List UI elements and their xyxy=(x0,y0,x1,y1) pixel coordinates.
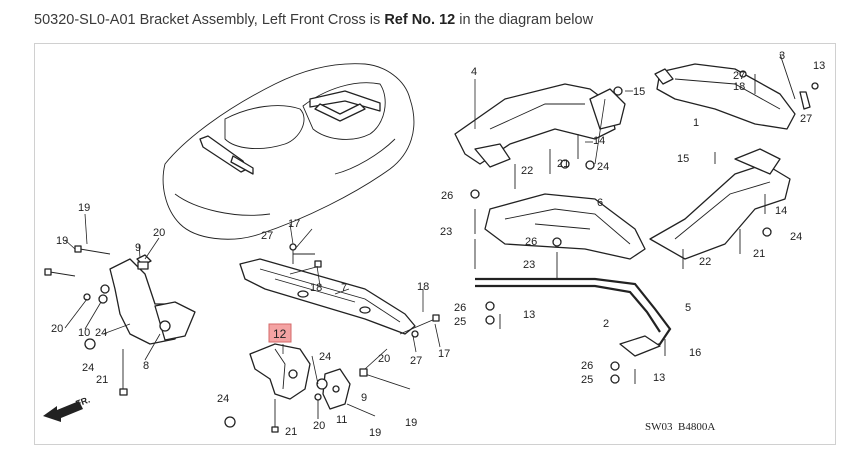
ref-number: Ref No. 12 xyxy=(384,12,456,28)
callout-25-a: 25 xyxy=(454,316,466,328)
callout-5: 5 xyxy=(685,302,691,314)
callout-9-b: 9 xyxy=(361,392,367,404)
callout-21-c: 21 xyxy=(557,158,569,170)
callout-24-a: 24 xyxy=(95,327,107,339)
callout-14-a: 14 xyxy=(593,135,605,147)
callout-7: 7 xyxy=(341,282,347,294)
callout-18-b: 18 xyxy=(417,281,429,293)
page-caption: 50320-SL0-A01 Bracket Assembly, Left Fro… xyxy=(34,12,593,28)
frame-5 xyxy=(649,148,791,260)
highlighted-ref-box xyxy=(268,323,292,343)
callout-24-c: 24 xyxy=(319,351,331,363)
callout-21-a: 21 xyxy=(96,374,108,386)
leader-lines xyxy=(64,79,633,385)
callout-4: 4 xyxy=(471,66,477,78)
callout-27-c: 27 xyxy=(733,70,745,82)
callout-27-a: 27 xyxy=(261,230,273,242)
callout-27-d: 27 xyxy=(800,113,812,125)
rear-frame-1 xyxy=(654,63,796,130)
callout-24-d: 24 xyxy=(217,393,229,405)
callout-1: 1 xyxy=(693,117,699,129)
callout-24-b: 24 xyxy=(82,362,94,374)
fasteners xyxy=(44,53,819,433)
callout-14-b: 14 xyxy=(775,205,787,217)
callout-8: 8 xyxy=(143,360,149,372)
callout-10: 10 xyxy=(78,327,90,339)
callout-9-a: 9 xyxy=(135,242,141,254)
callout-3: 3 xyxy=(779,50,785,62)
upper-brace-4 xyxy=(454,83,626,168)
callout-19-a: 19 xyxy=(78,202,90,214)
part-description: 50320-SL0-A01 Bracket Assembly, Left Fro… xyxy=(34,12,366,28)
callout-11: 11 xyxy=(336,414,347,426)
callout-13-c: 13 xyxy=(813,60,825,72)
callout-23-b: 23 xyxy=(523,259,535,271)
callout-2: 2 xyxy=(603,318,609,330)
callout-26-d: 26 xyxy=(581,360,593,372)
callout-22-a: 22 xyxy=(521,165,533,177)
parts-diagram: 19 19 9 20 20 10 24 24 8 21 27 17 18 7 1… xyxy=(43,50,825,439)
callout-21-d: 21 xyxy=(753,248,765,260)
callout-24-f: 24 xyxy=(790,231,802,243)
callout-20-b: 20 xyxy=(51,323,63,335)
callout-26-a: 26 xyxy=(441,190,453,202)
front-cross-member-7 xyxy=(239,258,416,335)
caption-suffix: in the diagram below xyxy=(455,12,594,28)
diagram-code: SW03 B4800A xyxy=(645,421,715,433)
callout-13-b: 13 xyxy=(653,372,665,384)
right-bracket-11 xyxy=(322,368,351,410)
callout-6: 6 xyxy=(597,197,603,209)
callout-21-b: 21 xyxy=(285,426,297,438)
callout-26-b: 26 xyxy=(525,236,537,248)
callout-20-a: 20 xyxy=(153,227,165,239)
front-arrow-icon xyxy=(43,401,83,422)
left-front-cross-bracket-12 xyxy=(249,343,311,400)
callout-26-c: 26 xyxy=(454,302,466,314)
callout-25-b: 25 xyxy=(581,374,593,386)
callout-19-c: 19 xyxy=(369,427,381,439)
callout-19-d: 19 xyxy=(405,417,417,429)
callout-20-c: 20 xyxy=(378,353,390,365)
callout-19-b: 19 xyxy=(56,235,68,247)
callout-27-b: 27 xyxy=(410,355,422,367)
callout-12-highlighted: 12 xyxy=(273,327,287,341)
callout-20-d: 20 xyxy=(313,420,325,432)
callout-labels: 19 19 9 20 20 10 24 24 8 21 27 17 18 7 1… xyxy=(51,50,825,439)
front-direction-label: FR. xyxy=(74,395,91,409)
callout-22-b: 22 xyxy=(699,256,711,268)
parts-diagram-frame: 19 19 9 20 20 10 24 24 8 21 27 17 18 7 1… xyxy=(34,43,836,445)
callout-17-b: 17 xyxy=(438,348,450,360)
callout-15-a: 15 xyxy=(633,86,645,98)
callout-23-a: 23 xyxy=(440,226,452,238)
callout-17-a: 17 xyxy=(288,218,300,230)
callout-13-a: 13 xyxy=(523,309,535,321)
car-outline xyxy=(162,63,415,240)
callout-18-a: 18 xyxy=(310,282,322,294)
subframe-6 xyxy=(484,193,646,260)
callout-24-e: 24 xyxy=(597,161,609,173)
callout-16: 16 xyxy=(689,347,701,359)
stabilizer-2 xyxy=(475,277,672,357)
callout-15-b: 15 xyxy=(677,153,689,165)
callout-18-c: 18 xyxy=(733,81,745,93)
caption-connector: is xyxy=(365,12,385,28)
front-direction-indicator: FR. xyxy=(43,395,91,422)
